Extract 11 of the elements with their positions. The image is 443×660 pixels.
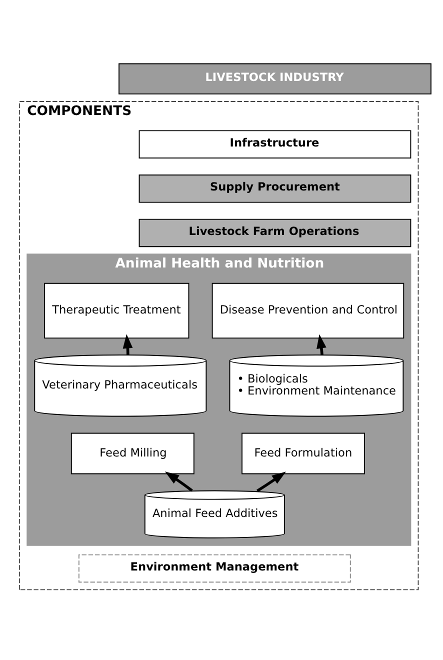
node-box: Infrastructure	[138, 130, 412, 158]
node-box: Feed Milling	[70, 432, 194, 474]
node-box: LIVESTOCK INDUSTRY	[118, 62, 432, 94]
node-box: Supply Procurement	[138, 174, 412, 202]
node-box: Disease Prevention and Control	[212, 282, 404, 338]
node-box: Environment Management	[78, 554, 351, 582]
arrow	[164, 470, 193, 492]
node-box: Therapeutic Treatment	[44, 282, 190, 338]
node-box: Feed Formulation	[242, 432, 365, 474]
arrow	[256, 471, 286, 492]
node-box: Livestock Farm Operations	[138, 218, 412, 247]
